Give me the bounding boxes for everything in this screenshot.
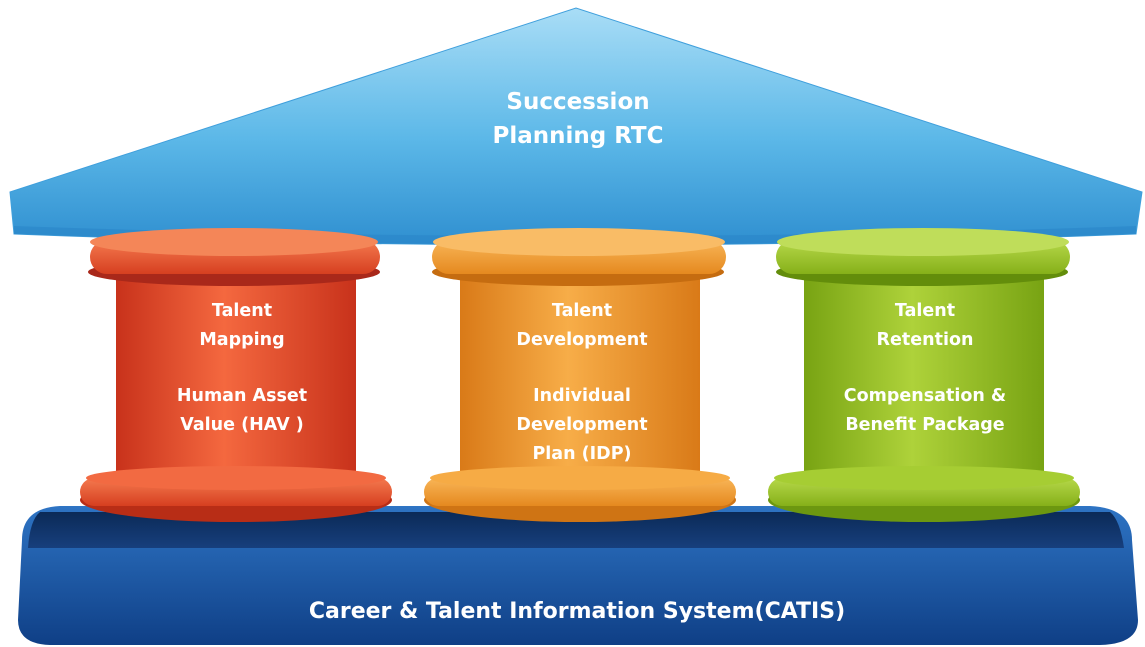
pillar-1-desc-line1: Human Asset: [177, 386, 307, 406]
pillar-talent-mapping: Talent Mapping Human Asset Value (HAV ): [80, 228, 392, 522]
roof-title-line2: Planning RTC: [493, 123, 664, 149]
pillar-talent-retention: Talent Retention Compensation & Benefit …: [768, 228, 1080, 522]
pillar-2-title-line1: Talent: [552, 301, 612, 321]
pillar-2-title-line2: Development: [516, 330, 647, 350]
pillar-2-desc-line2: Development: [516, 415, 647, 435]
pillar-2-desc-line1: Individual: [533, 386, 631, 406]
pillar-3-desc-line1: Compensation &: [844, 386, 1006, 406]
foundation-label: Career & Talent Information System(CATIS…: [309, 599, 845, 624]
roof: Succession Planning RTC: [9, 7, 1143, 246]
pillar-3-title-line2: Retention: [877, 330, 974, 350]
pillar-1-title-line1: Talent: [212, 301, 272, 321]
pillar-1-title-line2: Mapping: [199, 330, 284, 350]
roof-title-line1: Succession: [506, 89, 649, 115]
pillar-3-title-line1: Talent: [895, 301, 955, 321]
foundation: Career & Talent Information System(CATIS…: [18, 506, 1138, 645]
pillar-talent-development: Talent Development Individual Developmen…: [424, 228, 736, 522]
pillar-2-desc-line3: Plan (IDP): [532, 444, 631, 464]
pillar-3-desc-line2: Benefit Package: [845, 415, 1004, 435]
pillar-1-desc-line2: Value (HAV ): [180, 415, 303, 435]
